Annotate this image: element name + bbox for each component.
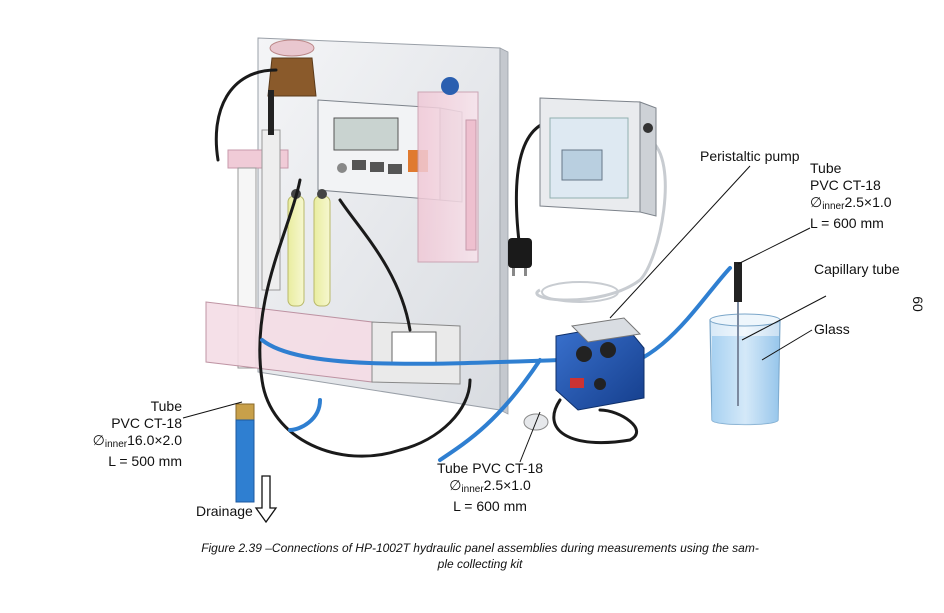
label-tube-bottom-line1: Tube PVC CT-18: [436, 460, 544, 476]
label-tube-bottom: Tube PVC CT-18 ∅inner2.5×1.0 L = 600 mm: [420, 460, 560, 515]
label-glass: Glass: [814, 321, 850, 337]
label-tube-bottom-length: L = 600 mm: [453, 498, 527, 514]
controller-unit: [317, 99, 463, 203]
label-tube-bottom-dim: ∅inner2.5×1.0: [420, 477, 560, 498]
electronics-box: [539, 97, 657, 217]
label-peristaltic-pump: Peristaltic pump: [700, 148, 800, 164]
dim-value: 16.0×2.0: [127, 432, 182, 448]
dim-symbol: ∅: [449, 477, 462, 493]
reagent-bottle: [267, 39, 317, 97]
dim-subscript: inner: [461, 484, 484, 495]
label-tube-right: Tube PVC CT-18 ∅inner2.5×1.0 L = 600 mm: [810, 160, 892, 232]
figure-caption-line2: ple collecting kit: [437, 557, 523, 571]
label-tube-left-dim: ∅inner16.0×2.0: [90, 432, 182, 453]
label-tube-left: Tube PVC CT-18 ∅inner16.0×2.0 L = 500 mm: [90, 398, 182, 470]
label-tube-right-line2: PVC CT-18: [810, 177, 881, 193]
electrodes: [287, 189, 331, 307]
label-tube-left-line1: Tube: [150, 398, 182, 414]
dim-subscript: inner: [104, 439, 128, 450]
dim-symbol: ∅: [92, 432, 105, 448]
label-tube-left-length: L = 500 mm: [108, 453, 182, 469]
figure-caption: Figure 2.39 –Connections of HP-1002T hyd…: [100, 540, 860, 572]
black-cables: [214, 68, 639, 458]
pink-vessel: [417, 77, 479, 263]
figure-caption-line1: Figure 2.39 –Connections of HP-1002T hyd…: [201, 541, 759, 555]
white-cable: [535, 138, 667, 302]
label-tube-right-length: L = 600 mm: [810, 215, 884, 231]
drain-tube: [235, 403, 255, 503]
glass-beaker: [709, 313, 781, 426]
power-plug: [508, 238, 532, 276]
capillary-tube: [734, 262, 742, 406]
dim-value: 2.5×1.0: [844, 194, 892, 210]
white-cable-coil: [541, 281, 619, 303]
drainage-arrow-icon: [254, 475, 278, 524]
page-number: 60: [909, 296, 926, 312]
label-tube-right-dim: ∅inner2.5×1.0: [810, 194, 892, 215]
leader-lines: [182, 165, 827, 463]
dim-symbol: ∅: [810, 194, 823, 210]
dim-subscript: inner: [822, 201, 845, 212]
label-drainage: Drainage: [196, 503, 253, 519]
dim-value: 2.5×1.0: [483, 477, 531, 493]
label-tube-left-line2: PVC CT-18: [111, 415, 182, 431]
label-tube-right-line1: Tube: [810, 160, 842, 176]
peristaltic-pump-device: [555, 317, 645, 411]
label-capillary-tube: Capillary tube: [814, 261, 900, 277]
